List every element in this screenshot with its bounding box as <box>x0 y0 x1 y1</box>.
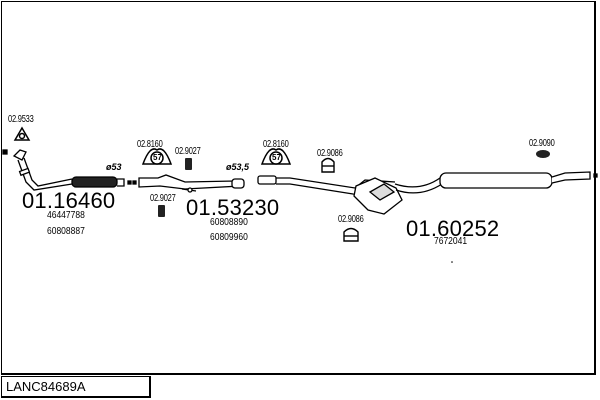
part-number: 01.53230 <box>186 195 280 220</box>
part-number: 01.16460 <box>22 188 116 213</box>
accessory-label: 02.9086 <box>338 214 364 225</box>
rubber-mount-icon <box>343 227 359 242</box>
diameter-label: ø53 <box>106 162 122 172</box>
part-number: 01.60252 <box>406 216 500 241</box>
accessory-label: 02.9086 <box>317 148 343 159</box>
accessory-label: 02.9090 <box>529 138 555 149</box>
rubber-ring-icon <box>536 150 550 158</box>
clamp-size-badge: 57 <box>153 153 162 162</box>
oem-reference: 60809960 <box>210 232 248 243</box>
front-pipe <box>2 149 132 191</box>
clamp-icon <box>260 148 292 165</box>
flex-section-icon <box>71 176 118 188</box>
connector-marker <box>593 173 598 178</box>
oem-reference: 60808890 <box>210 217 248 228</box>
oem-reference: 7672041 <box>434 236 468 247</box>
clamp-icon <box>141 148 173 165</box>
connector-marker <box>2 149 8 155</box>
accessory-label: 02.9027 <box>175 146 201 157</box>
pipe-clamp-icon <box>18 167 31 177</box>
accessory-label: 02.8160 <box>263 139 289 150</box>
diagram-code: LANC84689A <box>1 376 151 398</box>
diameter-label: ø53,5 <box>226 162 250 172</box>
middle-pipe <box>132 174 245 193</box>
rubber-mount-icon <box>158 205 165 217</box>
accessory-label: 02.9533 <box>8 114 34 125</box>
rubber-mount-icon <box>185 158 192 170</box>
flange-icon <box>12 149 27 161</box>
clamp-size-badge: 57 <box>272 153 281 162</box>
oem-reference: 46447788 <box>47 210 85 221</box>
rubber-mount-icon <box>321 157 335 173</box>
connector-marker <box>132 180 137 185</box>
hanger-icon <box>187 187 193 193</box>
accessory-label: 02.9027 <box>150 193 176 204</box>
oem-reference: 60808887 <box>47 226 85 237</box>
gasket-icon <box>13 126 31 141</box>
diagram-frame <box>1 1 596 375</box>
connector-marker <box>127 180 132 185</box>
rear-section <box>257 171 598 215</box>
accessory-label: 02.8160 <box>137 139 163 150</box>
dot-marker <box>451 261 453 263</box>
